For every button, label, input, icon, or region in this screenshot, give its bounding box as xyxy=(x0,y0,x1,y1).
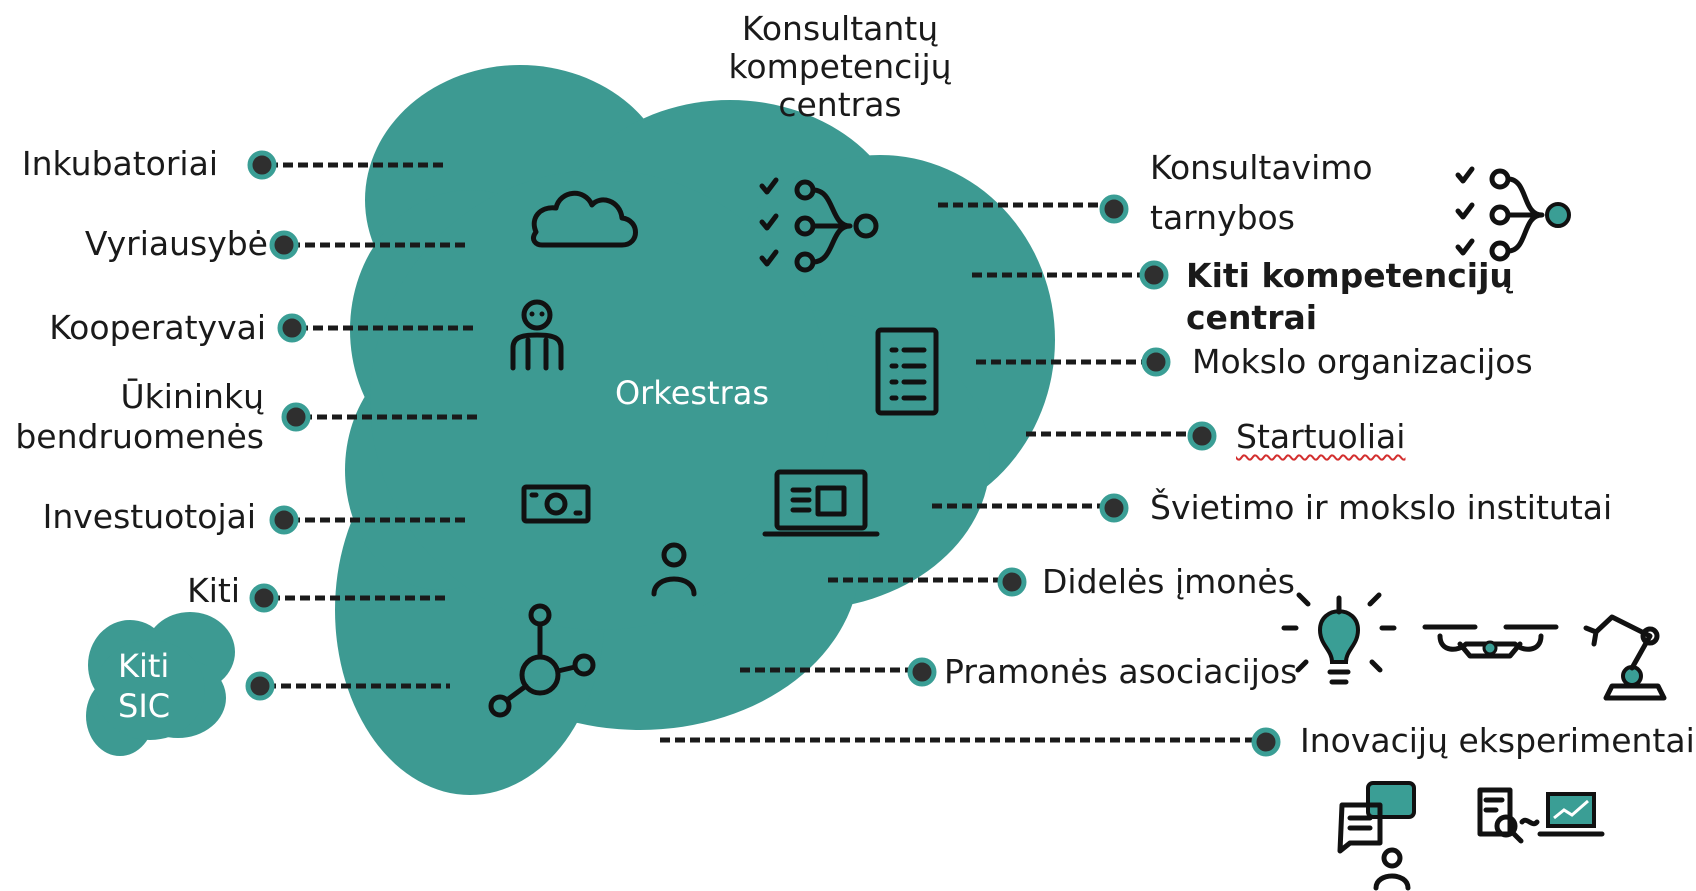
person-icon xyxy=(651,542,697,597)
left-connectors xyxy=(245,150,480,701)
top-item-line-1: Konsultantų xyxy=(741,9,939,48)
top-item-label: Konsultantų kompetencijų centras xyxy=(720,10,960,124)
left-item-others: Kiti xyxy=(187,571,240,610)
right-item-education-institutes: Švietimo ir mokslo institutai xyxy=(1150,488,1613,527)
right-item-competence-line-1: Kiti kompetencijų xyxy=(1186,256,1513,295)
right-item-consulting-line-1: Konsultavimo xyxy=(1150,148,1373,187)
drone-icon xyxy=(1422,624,1559,659)
hub-network-icon xyxy=(488,603,596,718)
top-item-line-3: centras xyxy=(778,85,902,124)
checklist-network-icon xyxy=(1455,166,1571,262)
left-item-farmer-communities: Ūkininkų bendruomenės xyxy=(0,377,264,457)
small-cloud-line-1: Kiti xyxy=(118,647,170,685)
money-icon xyxy=(521,484,591,524)
right-item-innovation-experiments: Inovacijų eksperimentai xyxy=(1300,721,1695,760)
left-item-investors: Investuotojai xyxy=(42,497,256,536)
cloud-icon xyxy=(531,190,638,248)
orchestra-cloud xyxy=(335,65,1055,795)
right-item-startups: Startuoliai xyxy=(1236,417,1406,456)
right-item-industry-associations: Pramonės asociacijos xyxy=(944,652,1298,691)
right-connectors xyxy=(660,194,1281,757)
left-item-farmer-line-2: bendruomenės xyxy=(15,417,264,456)
small-cloud xyxy=(86,612,235,756)
small-cloud-line-2: SIC xyxy=(118,687,171,725)
left-item-farmer-line-1: Ūkininkų xyxy=(120,377,264,416)
lightbulb-icon xyxy=(1281,592,1397,685)
right-item-other-competence-centers: Kiti kompetencijų centrai xyxy=(1186,255,1513,339)
document-list-icon xyxy=(875,327,939,416)
center-label: Orkestras xyxy=(614,374,770,412)
left-item-government: Vyriausybė xyxy=(84,224,268,263)
right-item-consulting-line-2: tarnybos xyxy=(1150,198,1295,237)
checklist-network-icon xyxy=(759,177,879,273)
right-item-competence-line-2: centrai xyxy=(1186,298,1318,337)
report-chart-icon xyxy=(1477,787,1605,844)
left-item-incubators: Inkubatoriai xyxy=(21,144,218,183)
left-item-cooperatives: Kooperatyvai xyxy=(49,308,266,347)
right-item-large-companies: Didelės įmonės xyxy=(1042,562,1295,601)
right-item-science-organizations: Mokslo organizacijos xyxy=(1192,342,1533,381)
robot-person-icon xyxy=(510,299,564,371)
robot-arm-icon xyxy=(1583,614,1667,701)
chat-person-icon xyxy=(1337,781,1416,891)
right-item-consulting-services: Konsultavimo tarnybos xyxy=(1150,143,1373,243)
top-item-line-2: kompetencijų xyxy=(728,47,952,86)
laptop-icon xyxy=(762,469,880,537)
small-cloud-label: Kiti SIC xyxy=(118,646,208,726)
